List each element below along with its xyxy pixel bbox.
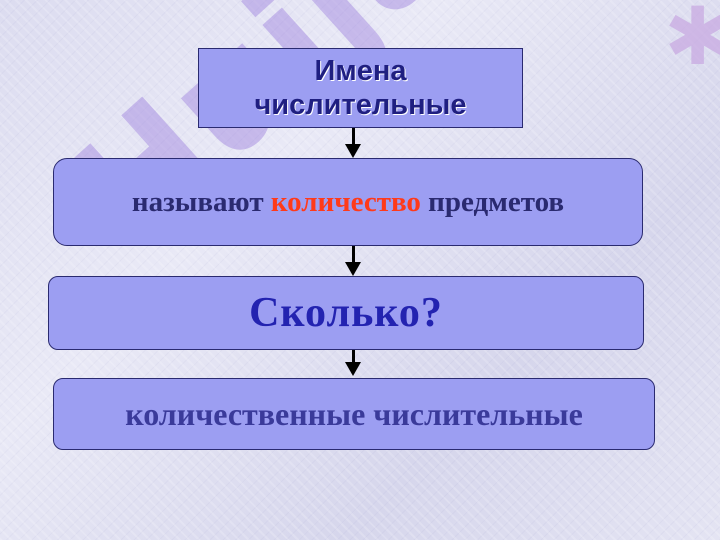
result-box: количественные числительные <box>53 378 655 450</box>
highlight-word: количество <box>270 185 421 218</box>
title-box: Имена числительные <box>198 48 523 128</box>
definition-box: называют количество предметов <box>53 158 643 246</box>
result-text: количественные числительные <box>125 395 583 432</box>
question-text: Сколько? <box>249 290 443 336</box>
corner-asterisk-icon: ✱ <box>664 0 720 83</box>
question-box: Сколько? <box>48 276 644 350</box>
title-line-2: числительные <box>254 89 467 121</box>
title-line-1: Имена <box>314 55 407 87</box>
definition-text: называют количество предметов <box>131 185 565 218</box>
